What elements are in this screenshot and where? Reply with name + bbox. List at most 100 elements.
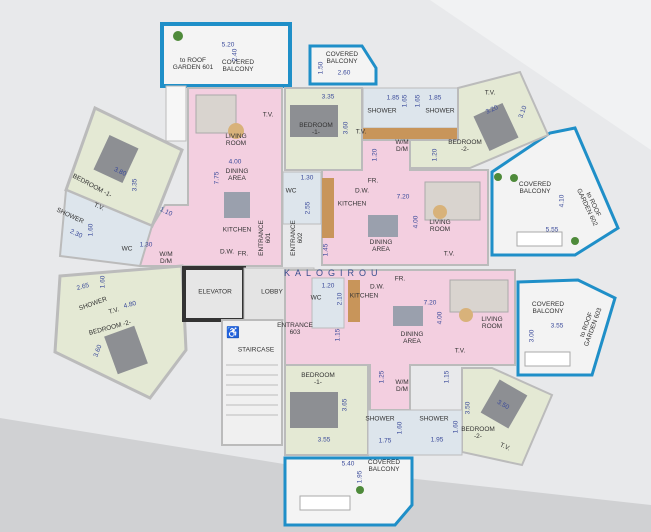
room-label: KITCHEN (337, 200, 367, 208)
dimension-label: 1.20 (431, 148, 439, 162)
dimension-label: 3.65 (341, 398, 349, 412)
room-label: BEDROOM -1- (301, 372, 335, 386)
room-label: T.V. (355, 128, 367, 136)
room-label: COVERED BALCONY (221, 59, 255, 73)
room-label: SHOWER (419, 415, 449, 423)
room-label: DINING AREA (225, 168, 249, 182)
shower-601 (58, 188, 154, 268)
room-label: T.V. (484, 89, 496, 97)
dining-table-icon (368, 215, 398, 237)
bed-icon (290, 392, 338, 428)
dimension-label: 4.00 (412, 215, 420, 229)
dimension-label: 3.50 (464, 401, 472, 415)
dimension-label: 1.20 (321, 282, 335, 290)
coffee-table-icon (228, 123, 244, 139)
sofa-icon (424, 181, 481, 221)
stair-steps (226, 364, 278, 416)
dimension-label: 3.55 (317, 436, 331, 444)
room-label: BEDROOM -2- (448, 139, 482, 153)
dimension-label: 1.50 (317, 61, 325, 75)
room-label: ENTRANCE 601 (258, 220, 272, 256)
coffee-table-icon (459, 308, 473, 322)
dimension-label: 1.75 (378, 437, 392, 445)
wheelchair-accessible-icon: ♿ (226, 326, 240, 339)
dimension-label: 7.20 (423, 299, 437, 307)
dimension-label: 1.95 (356, 470, 364, 484)
room-label: T.V. (443, 250, 455, 258)
wc-603 (311, 277, 345, 329)
room-label: D.W. (369, 283, 385, 291)
room-label: ENTRANCE 603 (277, 322, 313, 336)
room-label: WC (121, 245, 133, 253)
sofa-icon (449, 279, 509, 313)
bed-icon (473, 103, 519, 151)
room-label: WC (310, 294, 322, 302)
room-label: WC (285, 187, 297, 195)
balcony-603 (516, 278, 617, 377)
plant-icon (571, 237, 579, 245)
room-label: W/M D/M (159, 251, 173, 265)
dimension-label: 5.55 (545, 226, 559, 234)
balcony-602 (490, 126, 620, 257)
room-label: DINING AREA (400, 331, 424, 345)
dimension-label: 7.20 (396, 193, 410, 201)
room-label: DINING AREA (369, 239, 393, 253)
dimension-label: 1.15 (334, 328, 342, 342)
brand-watermark: KALOGIROU (284, 268, 383, 278)
dimension-label: 7.75 (213, 171, 221, 185)
room-label: BEDROOM -1- (299, 122, 333, 136)
room-label: COVERED BALCONY (367, 459, 401, 473)
room-label: BEDROOM -2- (461, 426, 495, 440)
room-label: SHOWER (367, 107, 397, 115)
dimension-label: 5.20 (221, 41, 235, 49)
room-label: to ROOF GARDEN 601 (172, 57, 214, 71)
room-label: KITCHEN (349, 292, 379, 300)
dimension-label: 4.00 (436, 311, 444, 325)
room-label: D.W. (219, 248, 235, 256)
stairs-roof-601 (165, 85, 187, 142)
plant-icon (356, 486, 364, 494)
dimension-label: 1.65 (414, 94, 422, 108)
dining-table-icon (224, 192, 250, 218)
balcony-601 (160, 22, 292, 88)
plant-icon (173, 31, 183, 41)
room-label: W/M D/M (395, 139, 409, 153)
dimension-label: 3.35 (131, 178, 139, 192)
plant-icon (494, 173, 502, 181)
furniture (93, 31, 579, 511)
dimension-label: 1.85 (428, 94, 442, 102)
bed-icon (480, 379, 528, 429)
room-label: D.W. (354, 187, 370, 195)
dimension-label: 1.60 (452, 420, 460, 434)
wardrobe-602 (363, 128, 458, 140)
dimension-label: 3.35 (321, 93, 335, 101)
room-label: KITCHEN (222, 226, 252, 234)
room-label: SHOWER (425, 107, 455, 115)
dimension-label: 3.00 (528, 329, 536, 343)
wc-601 (282, 171, 322, 225)
dimension-label: 3.55 (550, 322, 564, 330)
dimension-label: 1.65 (401, 94, 409, 108)
kitchen-counter-602 (322, 178, 334, 238)
dimension-label: 2.60 (337, 69, 351, 77)
room-label: STAIRCASE (237, 346, 275, 354)
staircase (221, 319, 283, 446)
dimension-label: 1.20 (371, 148, 379, 162)
shower-603 (367, 409, 463, 456)
sofa-icon (516, 231, 563, 247)
dimension-label: 1.15 (443, 370, 451, 384)
room-label: LIVING ROOM (481, 316, 503, 330)
dimension-label: 1.60 (396, 421, 404, 435)
bed-icon (93, 135, 139, 183)
room-label: COVERED BALCONY (518, 181, 552, 195)
room-label: LIVING ROOM (429, 219, 451, 233)
dining-table-icon (393, 306, 423, 326)
background-light (430, 0, 651, 150)
sofa-icon (524, 351, 571, 367)
dimension-label: 2.40 (231, 48, 239, 62)
dimension-label: 1.60 (99, 275, 107, 289)
dimension-label: 1.95 (430, 436, 444, 444)
dimension-label: 4.00 (228, 158, 242, 166)
coffee-table-icon (433, 205, 447, 219)
